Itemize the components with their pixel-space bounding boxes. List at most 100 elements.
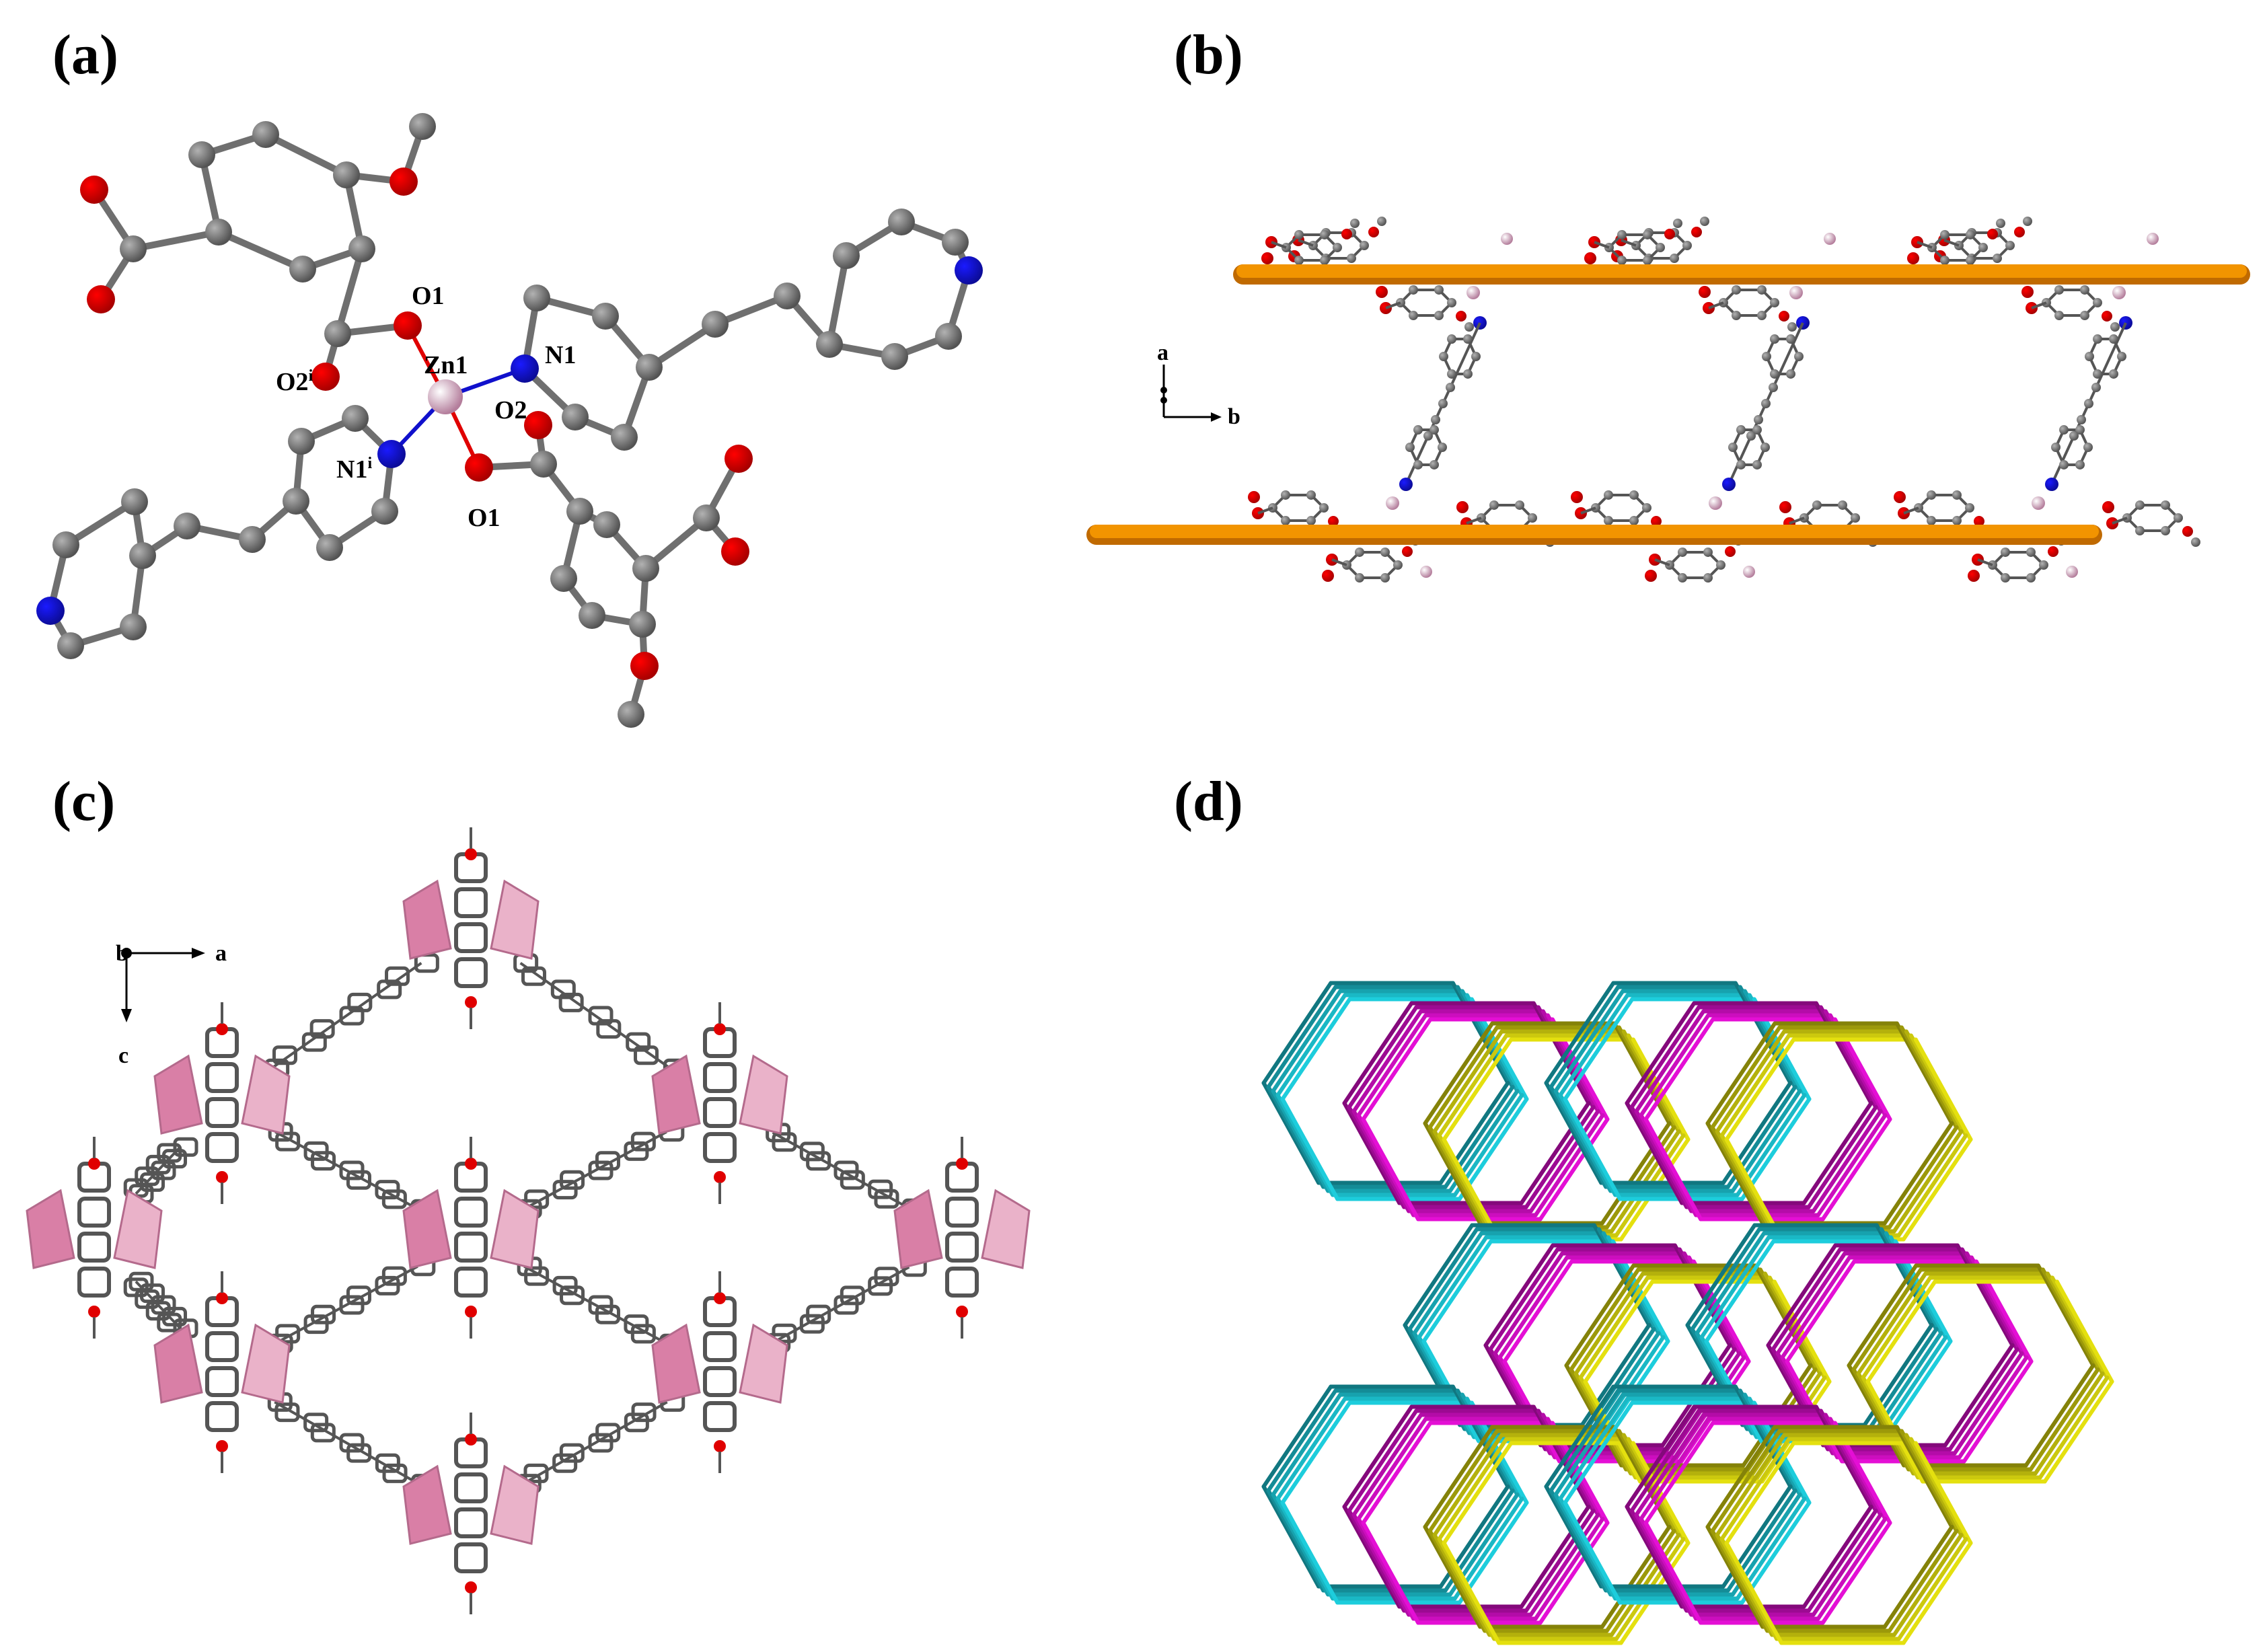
carbon-atom [52, 531, 79, 558]
carbon-atom [1682, 241, 1692, 250]
label-o2i: O2i [276, 367, 313, 396]
net-strut [1634, 1513, 1694, 1617]
bond [2112, 517, 2128, 525]
carbon-atom [1787, 322, 1797, 332]
oxygen-atom [721, 537, 749, 566]
carbon-atom [1642, 503, 1651, 513]
net-strut [1719, 1033, 1791, 1137]
net-strut [2045, 1271, 2105, 1376]
carbon-atom [2093, 334, 2102, 344]
panel-c-framework: b a c [0, 807, 1110, 1652]
net-strut [1896, 1537, 1968, 1641]
carbon-atom [289, 256, 316, 283]
carbon-atom [2005, 241, 2015, 250]
carbon-atom [1757, 285, 1767, 295]
oxygen-atom [1645, 570, 1657, 582]
oxygen-atom [1725, 546, 1736, 557]
carbon-atom [1966, 229, 1975, 239]
net-strut [1351, 1413, 1423, 1517]
bond [1943, 239, 1960, 247]
oxygen-atom [216, 1292, 228, 1304]
zinc-atom [2066, 566, 2078, 578]
zn-polyhedron [113, 1189, 163, 1269]
label-o1-top: O1 [412, 282, 445, 310]
net-strut [1266, 1489, 1326, 1593]
chain-molecules [1248, 217, 2200, 583]
carbon-atom [1786, 334, 1795, 344]
net-strut [1695, 1231, 1767, 1335]
carboxylate-ring [945, 1267, 979, 1298]
carbon-atom [239, 526, 266, 553]
net-strut [2023, 1363, 2095, 1468]
linker-bond [772, 1265, 910, 1345]
net-strut [1962, 1359, 2034, 1464]
linker-ring [346, 1443, 372, 1463]
net-strut [1612, 1425, 1672, 1529]
net-strut [1528, 1109, 1600, 1213]
net-strut [1457, 1501, 1529, 1605]
zn-polyhedron [981, 1189, 1031, 1269]
oxygen-atom [465, 1306, 477, 1318]
net-strut [1625, 1505, 1684, 1609]
carbon-atom [1604, 490, 1613, 500]
carbon-atom [816, 331, 843, 358]
net-strut [1847, 1363, 1906, 1468]
carbon-atom [2110, 322, 2120, 332]
net-strut [1625, 1404, 1697, 1509]
carbon-atom [1438, 399, 1448, 408]
linker-ring [588, 1160, 614, 1180]
framework-layer [26, 827, 1031, 1614]
carbon-atom [1927, 490, 1936, 500]
net-strut [1437, 1133, 1497, 1238]
carbon-atom [618, 701, 644, 728]
panel-b-label: (b) [1174, 24, 1243, 86]
oxygen-atom [465, 1158, 477, 1170]
carbon-atom [1838, 500, 1847, 510]
net-strut [1347, 1409, 1419, 1513]
net-strut [1785, 1259, 1857, 1363]
net-strut [1280, 1400, 1352, 1505]
net-strut [1342, 1505, 1402, 1609]
carbon-atom [1413, 459, 1423, 470]
carbon-atom [1643, 256, 1652, 266]
carbon-atom [1966, 256, 1975, 266]
carbon-atom [1736, 459, 1746, 470]
carbon-atom [1528, 513, 1537, 523]
oxygen-atom [1691, 227, 1702, 237]
oxygen-atom [714, 1440, 726, 1452]
carbon-atom [120, 613, 147, 640]
net-strut [1558, 993, 1630, 1097]
net-strut [2033, 1372, 2105, 1476]
carbon-atom [1447, 334, 1456, 344]
oxygen-atom [956, 1158, 968, 1170]
net-strut [1356, 1417, 1428, 1521]
linker-ring [550, 979, 576, 1000]
oxygen-atom [1779, 501, 1791, 513]
carbon-atom [1678, 547, 1687, 557]
net-strut [1851, 1267, 1923, 1372]
carbon-atom [2161, 500, 2170, 510]
bond [1621, 239, 1637, 247]
oxygen-atom [1456, 311, 1466, 322]
panel-d-topology [1144, 807, 2265, 1652]
carboxylate-ring [205, 1401, 239, 1432]
net-strut [1814, 1001, 1873, 1105]
carboxylate-ring [205, 1062, 239, 1093]
carbon-atom [1952, 490, 1962, 500]
net-strut [1811, 1109, 1883, 1213]
bond [1917, 241, 1933, 249]
oxygen-atom [1456, 501, 1469, 513]
net-strut [1733, 1384, 1793, 1489]
carbon-atom [942, 229, 969, 256]
net-strut [1908, 1033, 1968, 1137]
carbon-atom [1927, 516, 1936, 526]
zn-polyhedron [739, 1323, 788, 1404]
carbon-atom [1604, 516, 1613, 526]
net-strut [1672, 1243, 1732, 1347]
net-strut [1705, 1425, 1777, 1529]
linker-ring [559, 1443, 585, 1463]
carbon-atom [1434, 311, 1444, 321]
net-strut [1356, 1113, 1416, 1217]
net-strut [1488, 1247, 1560, 1351]
net-strut [1896, 1133, 1968, 1238]
